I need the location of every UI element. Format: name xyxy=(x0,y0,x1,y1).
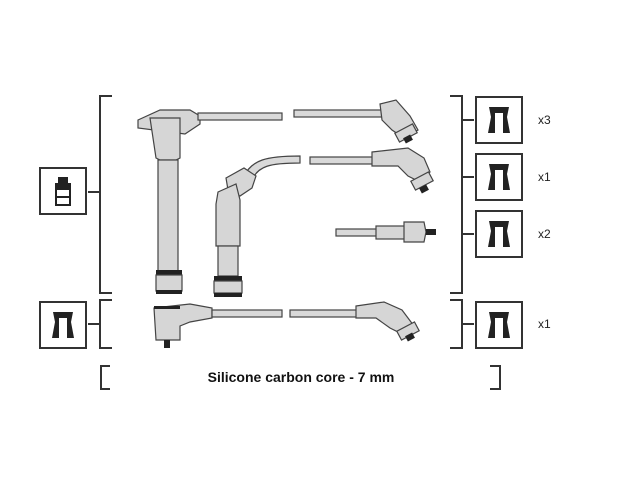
spark-plug-terminal-icon xyxy=(475,210,523,258)
quantity-label: x1 xyxy=(538,317,551,331)
caption-text: Silicone carbon core - 7 mm xyxy=(208,369,395,385)
left-lower-bracket xyxy=(88,299,112,349)
right-upper-bracket xyxy=(450,95,474,294)
lead-6 xyxy=(289,301,420,342)
lead-5 xyxy=(153,303,283,348)
spark-plug-terminal-icon xyxy=(475,96,523,144)
caption-bracket xyxy=(100,365,501,390)
lead-4 xyxy=(309,147,434,194)
left-upper-bracket xyxy=(88,95,112,294)
lead-short xyxy=(335,221,436,243)
quantity-label: x2 xyxy=(538,227,551,241)
lead-3 xyxy=(293,99,419,144)
right-lower-bracket xyxy=(450,299,474,349)
spark-plug-terminal-icon xyxy=(39,301,87,349)
quantity-label: x3 xyxy=(538,113,551,127)
quantity-label: x1 xyxy=(538,170,551,184)
lead-1 xyxy=(137,109,283,294)
spark-plug-terminal-icon xyxy=(475,301,523,349)
spark-plug-terminal-icon xyxy=(475,153,523,201)
coil-tower-connector-icon xyxy=(39,167,87,215)
lead-2 xyxy=(213,155,301,297)
